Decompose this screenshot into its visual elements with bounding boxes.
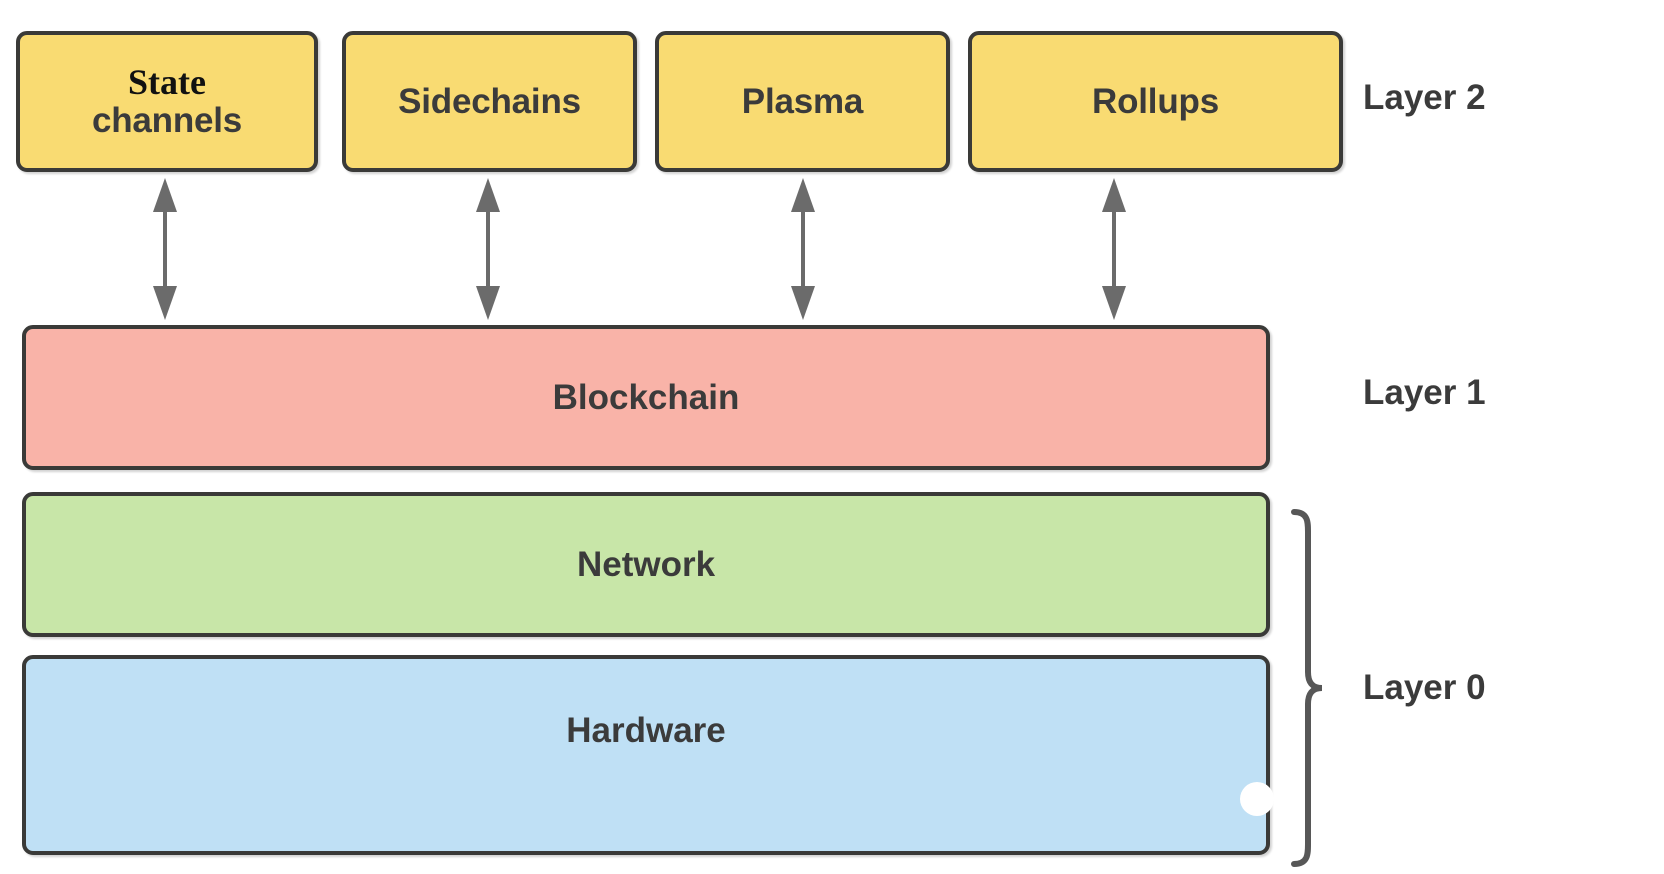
node-label: Blockchain: [552, 377, 740, 417]
connector-arrow-state-channels: [153, 178, 177, 320]
layer-0-brace: [1291, 509, 1323, 867]
hardware-corner-artifact: [1240, 782, 1274, 816]
connector-arrow-sidechains: [476, 178, 500, 320]
node-label: State channels: [92, 63, 242, 140]
node-label: Rollups: [1092, 81, 1219, 121]
side-label-layer-0: Layer 0: [1363, 668, 1486, 707]
node-blockchain[interactable]: Blockchain: [22, 325, 1270, 470]
node-hardware[interactable]: Hardware: [22, 655, 1270, 855]
connector-arrow-plasma: [791, 178, 815, 320]
node-label: Sidechains: [398, 81, 581, 121]
side-label-layer-2: Layer 2: [1363, 78, 1486, 117]
node-plasma[interactable]: Plasma: [655, 31, 950, 172]
node-rollups[interactable]: Rollups: [968, 31, 1343, 172]
node-label-line-2: channels: [91, 101, 243, 141]
connector-arrow-rollups: [1102, 178, 1126, 320]
node-sidechains[interactable]: Sidechains: [342, 31, 637, 172]
node-label: Network: [576, 544, 716, 584]
node-network[interactable]: Network: [22, 492, 1270, 637]
node-label: Plasma: [741, 81, 864, 121]
node-label-line-1: State: [128, 62, 206, 103]
node-label: Hardware: [566, 711, 726, 751]
node-state-channels[interactable]: State channels: [16, 31, 318, 172]
side-label-layer-1: Layer 1: [1363, 373, 1486, 412]
